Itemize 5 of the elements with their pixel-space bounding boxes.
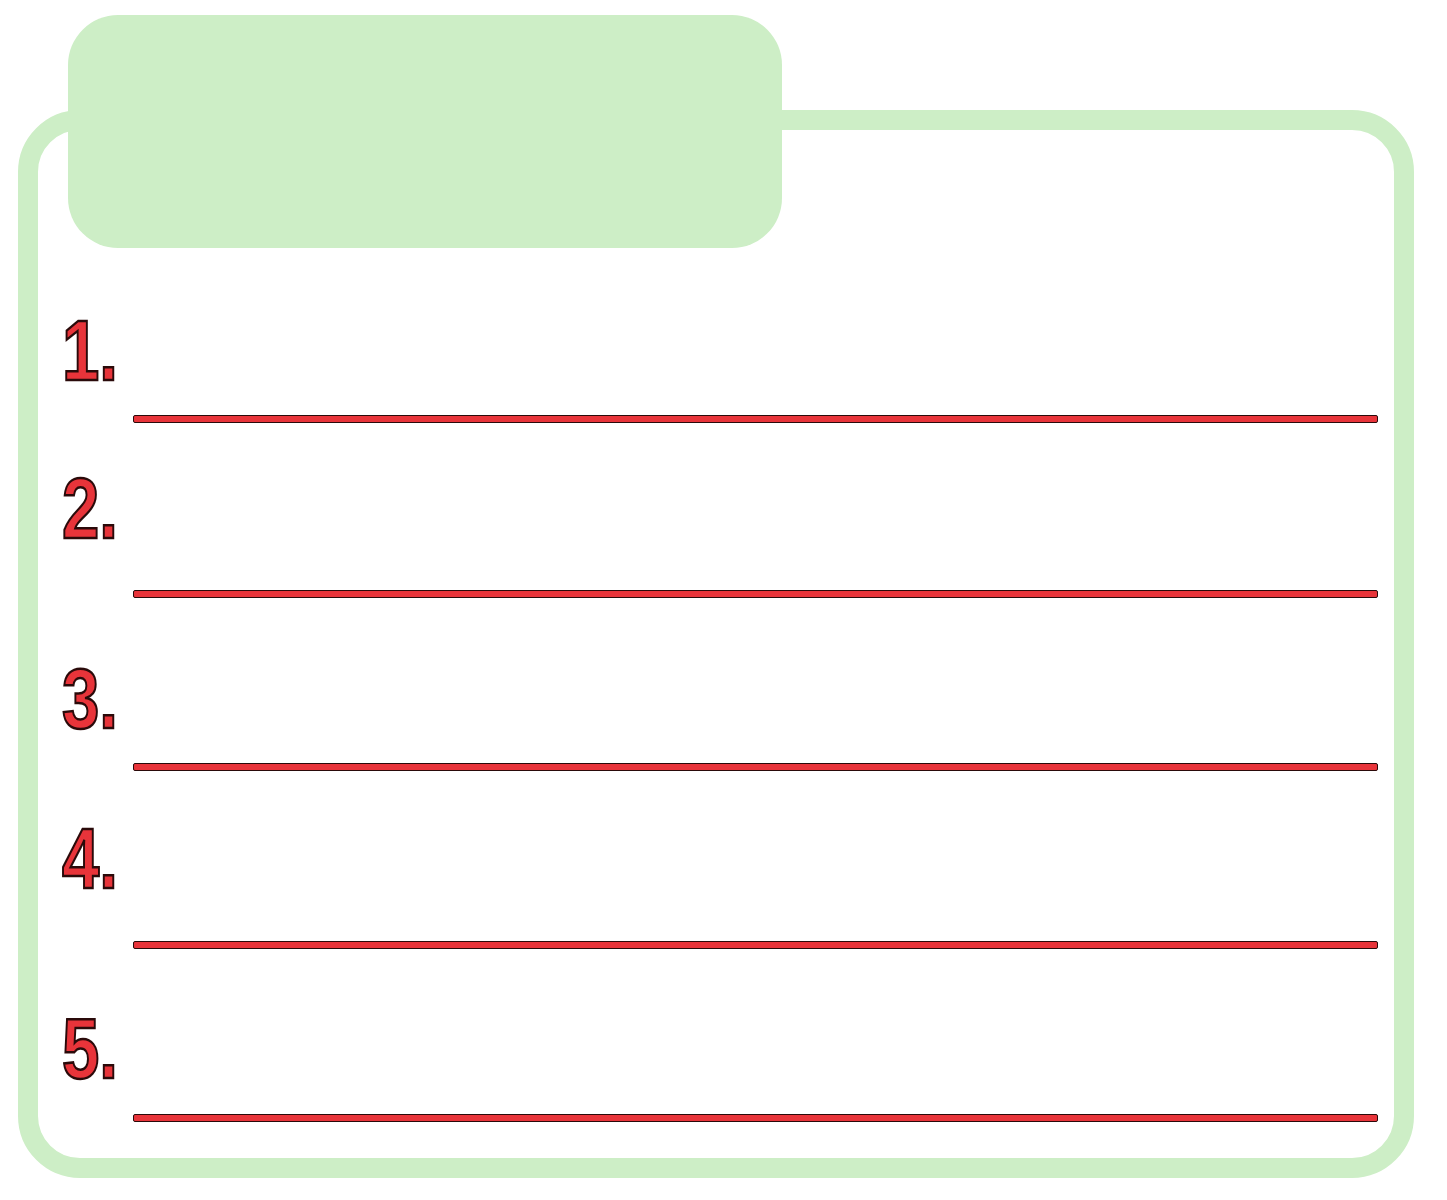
item-number: 1.: [62, 307, 118, 393]
item-number: 5.: [62, 1005, 118, 1091]
item-number: 3.: [62, 655, 118, 741]
item-number: 4.: [62, 815, 118, 901]
item-number: 2.: [62, 465, 118, 551]
